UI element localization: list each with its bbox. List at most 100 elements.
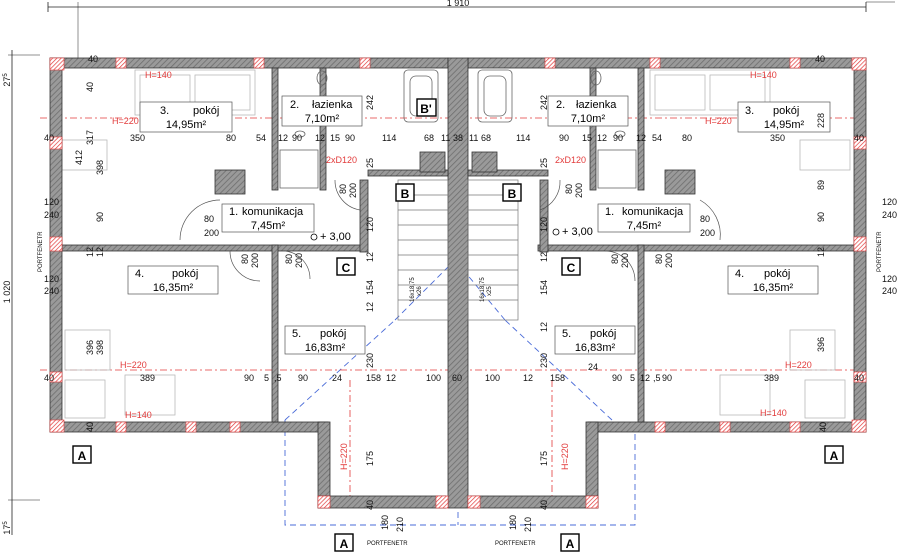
svg-text:200: 200	[574, 183, 584, 198]
svg-text:12: 12	[539, 322, 549, 332]
svg-text:396: 396	[816, 337, 826, 352]
room-r-pokoj5: 5. pokój 16,83m²	[554, 325, 636, 355]
svg-text:1.: 1.	[229, 206, 238, 218]
svg-text:x26: x26	[417, 286, 423, 296]
svg-text:komunikacja: komunikacja	[622, 206, 684, 218]
svg-text:4.: 4.	[735, 268, 744, 280]
svg-text:B': B'	[420, 102, 432, 116]
svg-text:H=140: H=140	[760, 408, 787, 418]
doors	[179, 179, 721, 282]
svg-text:15: 15	[582, 133, 592, 143]
svg-text:1.: 1.	[605, 206, 614, 218]
svg-text:90: 90	[662, 373, 672, 383]
svg-text:80: 80	[682, 133, 692, 143]
section-tags: A A A A B B B' C C	[72, 98, 844, 552]
svg-text:11: 11	[441, 133, 450, 143]
svg-text:H=140: H=140	[145, 70, 172, 80]
room-l-komunikacja: 1. komunikacja 7,45m²	[221, 203, 315, 233]
stairs	[397, 179, 519, 321]
tag-A-bottom-right: A	[560, 533, 580, 552]
svg-text:68: 68	[481, 133, 491, 143]
svg-text:C: C	[567, 261, 576, 275]
svg-text:12: 12	[365, 302, 375, 312]
svg-text:80: 80	[654, 254, 664, 264]
svg-text:154: 154	[539, 280, 549, 295]
svg-text:12: 12	[816, 247, 826, 257]
svg-text:+ 3,00: + 3,00	[320, 231, 351, 243]
sanitary	[279, 69, 637, 189]
svg-text:4.: 4.	[135, 268, 144, 280]
svg-text:38: 38	[453, 133, 463, 143]
svg-text:12: 12	[539, 252, 549, 262]
svg-text:PORTFENETR: PORTFENETR	[495, 541, 536, 547]
overall-dimensions: 1 910 1 020 275 175	[2, 0, 895, 535]
svg-text:16,35m²: 16,35m²	[153, 282, 194, 294]
svg-text:240: 240	[44, 210, 59, 220]
tag-B-right: B	[502, 183, 522, 202]
svg-text:396: 396	[85, 340, 95, 355]
svg-text:łazienka: łazienka	[312, 99, 353, 111]
svg-text:230: 230	[365, 353, 375, 368]
svg-text:H=220: H=220	[560, 443, 570, 470]
portfenetr-labels: PORTFENETR PORTFENETR PORTFENETR PORTFEN…	[38, 231, 883, 547]
svg-text:komunikacja: komunikacja	[242, 206, 304, 218]
svg-text:H=220: H=220	[785, 360, 812, 370]
tag-A-left: A	[72, 445, 92, 464]
svg-text:317: 317	[85, 130, 95, 145]
svg-text:5: 5	[630, 373, 635, 383]
room-l-lazienka: 2. łazienka 7,10m²	[281, 95, 363, 127]
svg-text:240: 240	[44, 286, 59, 296]
red-labels: H=140 H=140 H=220 H=220 H=220 H=220 H=14…	[112, 70, 812, 470]
tag-C-right: C	[561, 257, 581, 276]
svg-text:12: 12	[365, 252, 375, 262]
svg-text:210: 210	[523, 517, 533, 532]
svg-text:PORTFENETR: PORTFENETR	[877, 231, 883, 272]
svg-text:A: A	[78, 449, 87, 463]
room-l-pokoj4: 4. pokój 16,35m²	[127, 265, 219, 295]
svg-text:158: 158	[366, 373, 381, 383]
svg-text:12: 12	[315, 133, 325, 143]
svg-text:A: A	[340, 537, 349, 551]
svg-text:łazienka: łazienka	[576, 99, 617, 111]
level-marks: + 3,00 + 3,00	[310, 226, 593, 243]
svg-text:80: 80	[610, 254, 620, 264]
svg-text:242: 242	[365, 95, 375, 110]
svg-text:120: 120	[365, 217, 375, 232]
svg-text:16x18,75: 16x18,75	[410, 277, 416, 302]
svg-text:12: 12	[636, 133, 646, 143]
svg-text:90: 90	[612, 373, 622, 383]
svg-text:5.: 5.	[292, 328, 301, 340]
svg-text:158: 158	[550, 373, 565, 383]
svg-text:175: 175	[539, 451, 549, 466]
svg-text:16,35m²: 16,35m²	[753, 282, 794, 294]
svg-text:114: 114	[382, 133, 396, 143]
stair-labels: 16x18,75 x26 16x18,75 x25	[410, 277, 493, 302]
svg-text:7,45m²: 7,45m²	[627, 220, 662, 232]
svg-text:90: 90	[559, 133, 569, 143]
svg-text:PORTFENETR: PORTFENETR	[367, 541, 408, 547]
svg-text:242: 242	[539, 95, 549, 110]
svg-text:80: 80	[240, 254, 250, 264]
svg-text:180: 180	[380, 515, 390, 530]
svg-text:200: 200	[348, 183, 358, 198]
svg-text:16,83m²: 16,83m²	[305, 342, 346, 354]
svg-text:24: 24	[332, 373, 342, 383]
furniture	[61, 69, 851, 419]
svg-text:240: 240	[882, 286, 897, 296]
svg-text:B: B	[508, 187, 517, 201]
svg-text:H=220: H=220	[120, 360, 147, 370]
svg-text:398: 398	[95, 340, 105, 355]
svg-text:180: 180	[508, 515, 518, 530]
svg-text:24: 24	[588, 362, 598, 372]
svg-text:114: 114	[516, 133, 530, 143]
svg-text:90: 90	[95, 212, 105, 222]
svg-text:100: 100	[485, 373, 500, 383]
svg-text:pokój: pokój	[590, 328, 616, 340]
svg-text:40: 40	[815, 54, 825, 64]
svg-text:200: 200	[250, 253, 260, 268]
room-r-komunikacja: 1. komunikacja 7,45m²	[597, 203, 691, 233]
svg-text:60: 60	[452, 373, 462, 383]
svg-text:H=220: H=220	[705, 116, 732, 126]
tag-A-bottom-left: A	[334, 533, 354, 552]
